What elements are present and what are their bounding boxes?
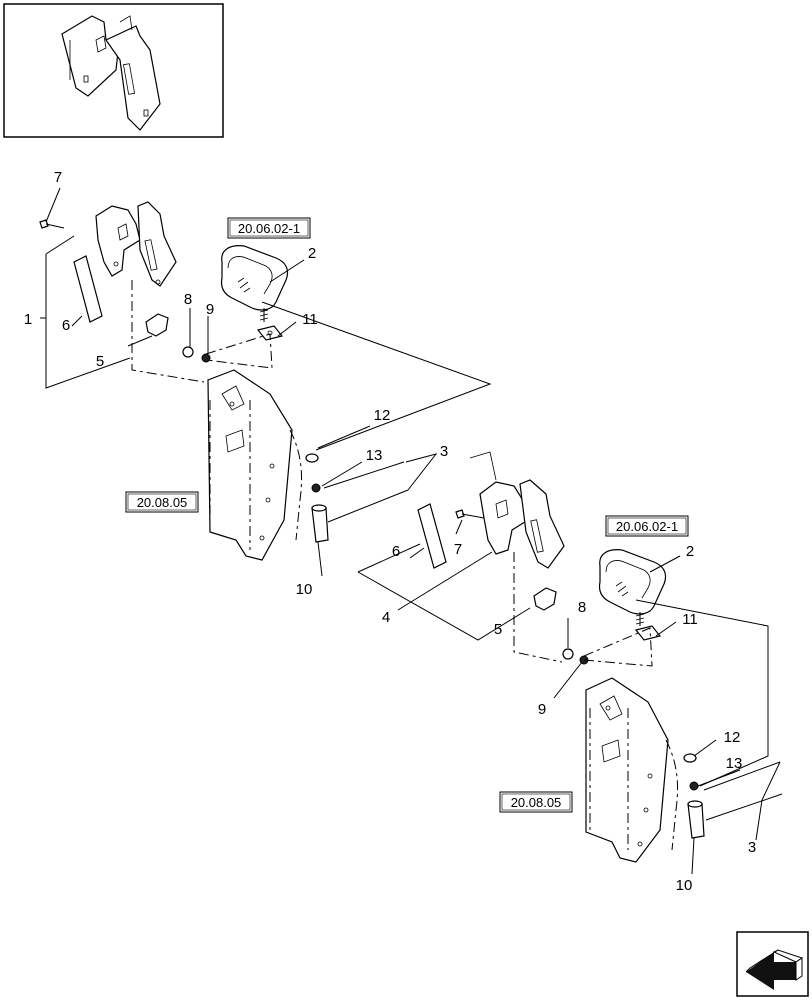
- callout-12-bottom: 12: [724, 729, 741, 746]
- nut-top: [201, 353, 211, 363]
- ref-box-lamp-top[interactable]: 20.06.02-1: [227, 217, 311, 239]
- ref-label-lamp-top: 20.06.02-1: [238, 221, 300, 236]
- ref-box-bracket-bottom[interactable]: 20.08.05: [499, 791, 573, 813]
- washer-top: [182, 346, 194, 358]
- overview-inset: [3, 3, 224, 138]
- clip-top: [145, 313, 169, 337]
- top-assembly: [39, 187, 492, 577]
- callout-11-top: 11: [302, 311, 318, 328]
- washer-12-bottom: [683, 753, 697, 763]
- clip-bottom: [533, 587, 557, 611]
- callout-2-top: 2: [308, 245, 316, 262]
- work-lamp-top: [220, 245, 289, 322]
- rubber-pad-top: [73, 255, 103, 323]
- spacer-top: [311, 504, 329, 543]
- callout-7-top: 7: [54, 169, 62, 186]
- gasket-plate-bottom: [634, 625, 662, 641]
- bracket-overview-icon: [61, 15, 161, 131]
- spacer-bottom: [687, 800, 705, 839]
- arrow-left-icon[interactable]: [736, 931, 809, 997]
- callout-7-bottom: 7: [454, 541, 462, 558]
- callouts: 7 2 1 6 8 9 11 5 12 13 3 10 6 7 2 4 5 8 …: [24, 169, 756, 894]
- callout-3-bottom: 3: [748, 839, 756, 856]
- callout-4: 4: [382, 609, 390, 626]
- callout-13-top: 13: [366, 447, 383, 464]
- tie-wire-bottom-a: [703, 761, 781, 791]
- callout-8-bottom: 8: [578, 599, 586, 616]
- gasket-plate-top: [256, 325, 284, 341]
- callout-2-bottom: 2: [686, 543, 694, 560]
- bottom-assembly: [357, 451, 783, 875]
- callout-6-top: 6: [62, 317, 70, 334]
- ref-box-lamp-bottom[interactable]: 20.06.02-1: [605, 515, 689, 537]
- nut-13-bottom: [689, 781, 699, 791]
- callout-11-bottom: 11: [682, 611, 698, 628]
- ref-box-bracket-top[interactable]: 20.08.05: [125, 491, 199, 513]
- callout-1: 1: [24, 311, 32, 328]
- callout-12-top: 12: [374, 407, 391, 424]
- callout-10-top: 10: [296, 581, 313, 598]
- callout-9-top: 9: [206, 301, 214, 318]
- callout-5-bottom: 5: [494, 621, 502, 638]
- ref-label-bracket-bottom: 20.08.05: [511, 795, 562, 810]
- nut-13-top: [311, 483, 321, 493]
- rubber-pad-bottom: [417, 503, 447, 569]
- tie-wire-top-a: [323, 461, 405, 489]
- callout-10-bottom: 10: [676, 877, 693, 894]
- ref-label-lamp-bottom: 20.06.02-1: [616, 519, 678, 534]
- upper-bracket-bottom: [469, 451, 565, 569]
- work-lamp-bottom: [598, 549, 667, 626]
- callout-8-top: 8: [184, 291, 192, 308]
- lower-bracket-top: [207, 369, 303, 561]
- tie-wire-top-b: [327, 489, 409, 523]
- bolt-top: [39, 219, 65, 229]
- washer-bottom: [562, 648, 574, 660]
- callout-6-bottom: 6: [392, 543, 400, 560]
- callout-9-bottom: 9: [538, 701, 546, 718]
- bolt-bottom: [455, 509, 485, 519]
- callout-13-bottom: 13: [726, 755, 743, 772]
- callout-5-top: 5: [96, 353, 104, 370]
- washer-12-top: [305, 453, 319, 463]
- lower-bracket-bottom: [585, 677, 679, 863]
- upper-bracket-top: [95, 201, 177, 287]
- callout-3-top: 3: [440, 443, 448, 460]
- ref-label-bracket-top: 20.08.05: [137, 495, 188, 510]
- tie-wire-bottom-b: [705, 793, 783, 821]
